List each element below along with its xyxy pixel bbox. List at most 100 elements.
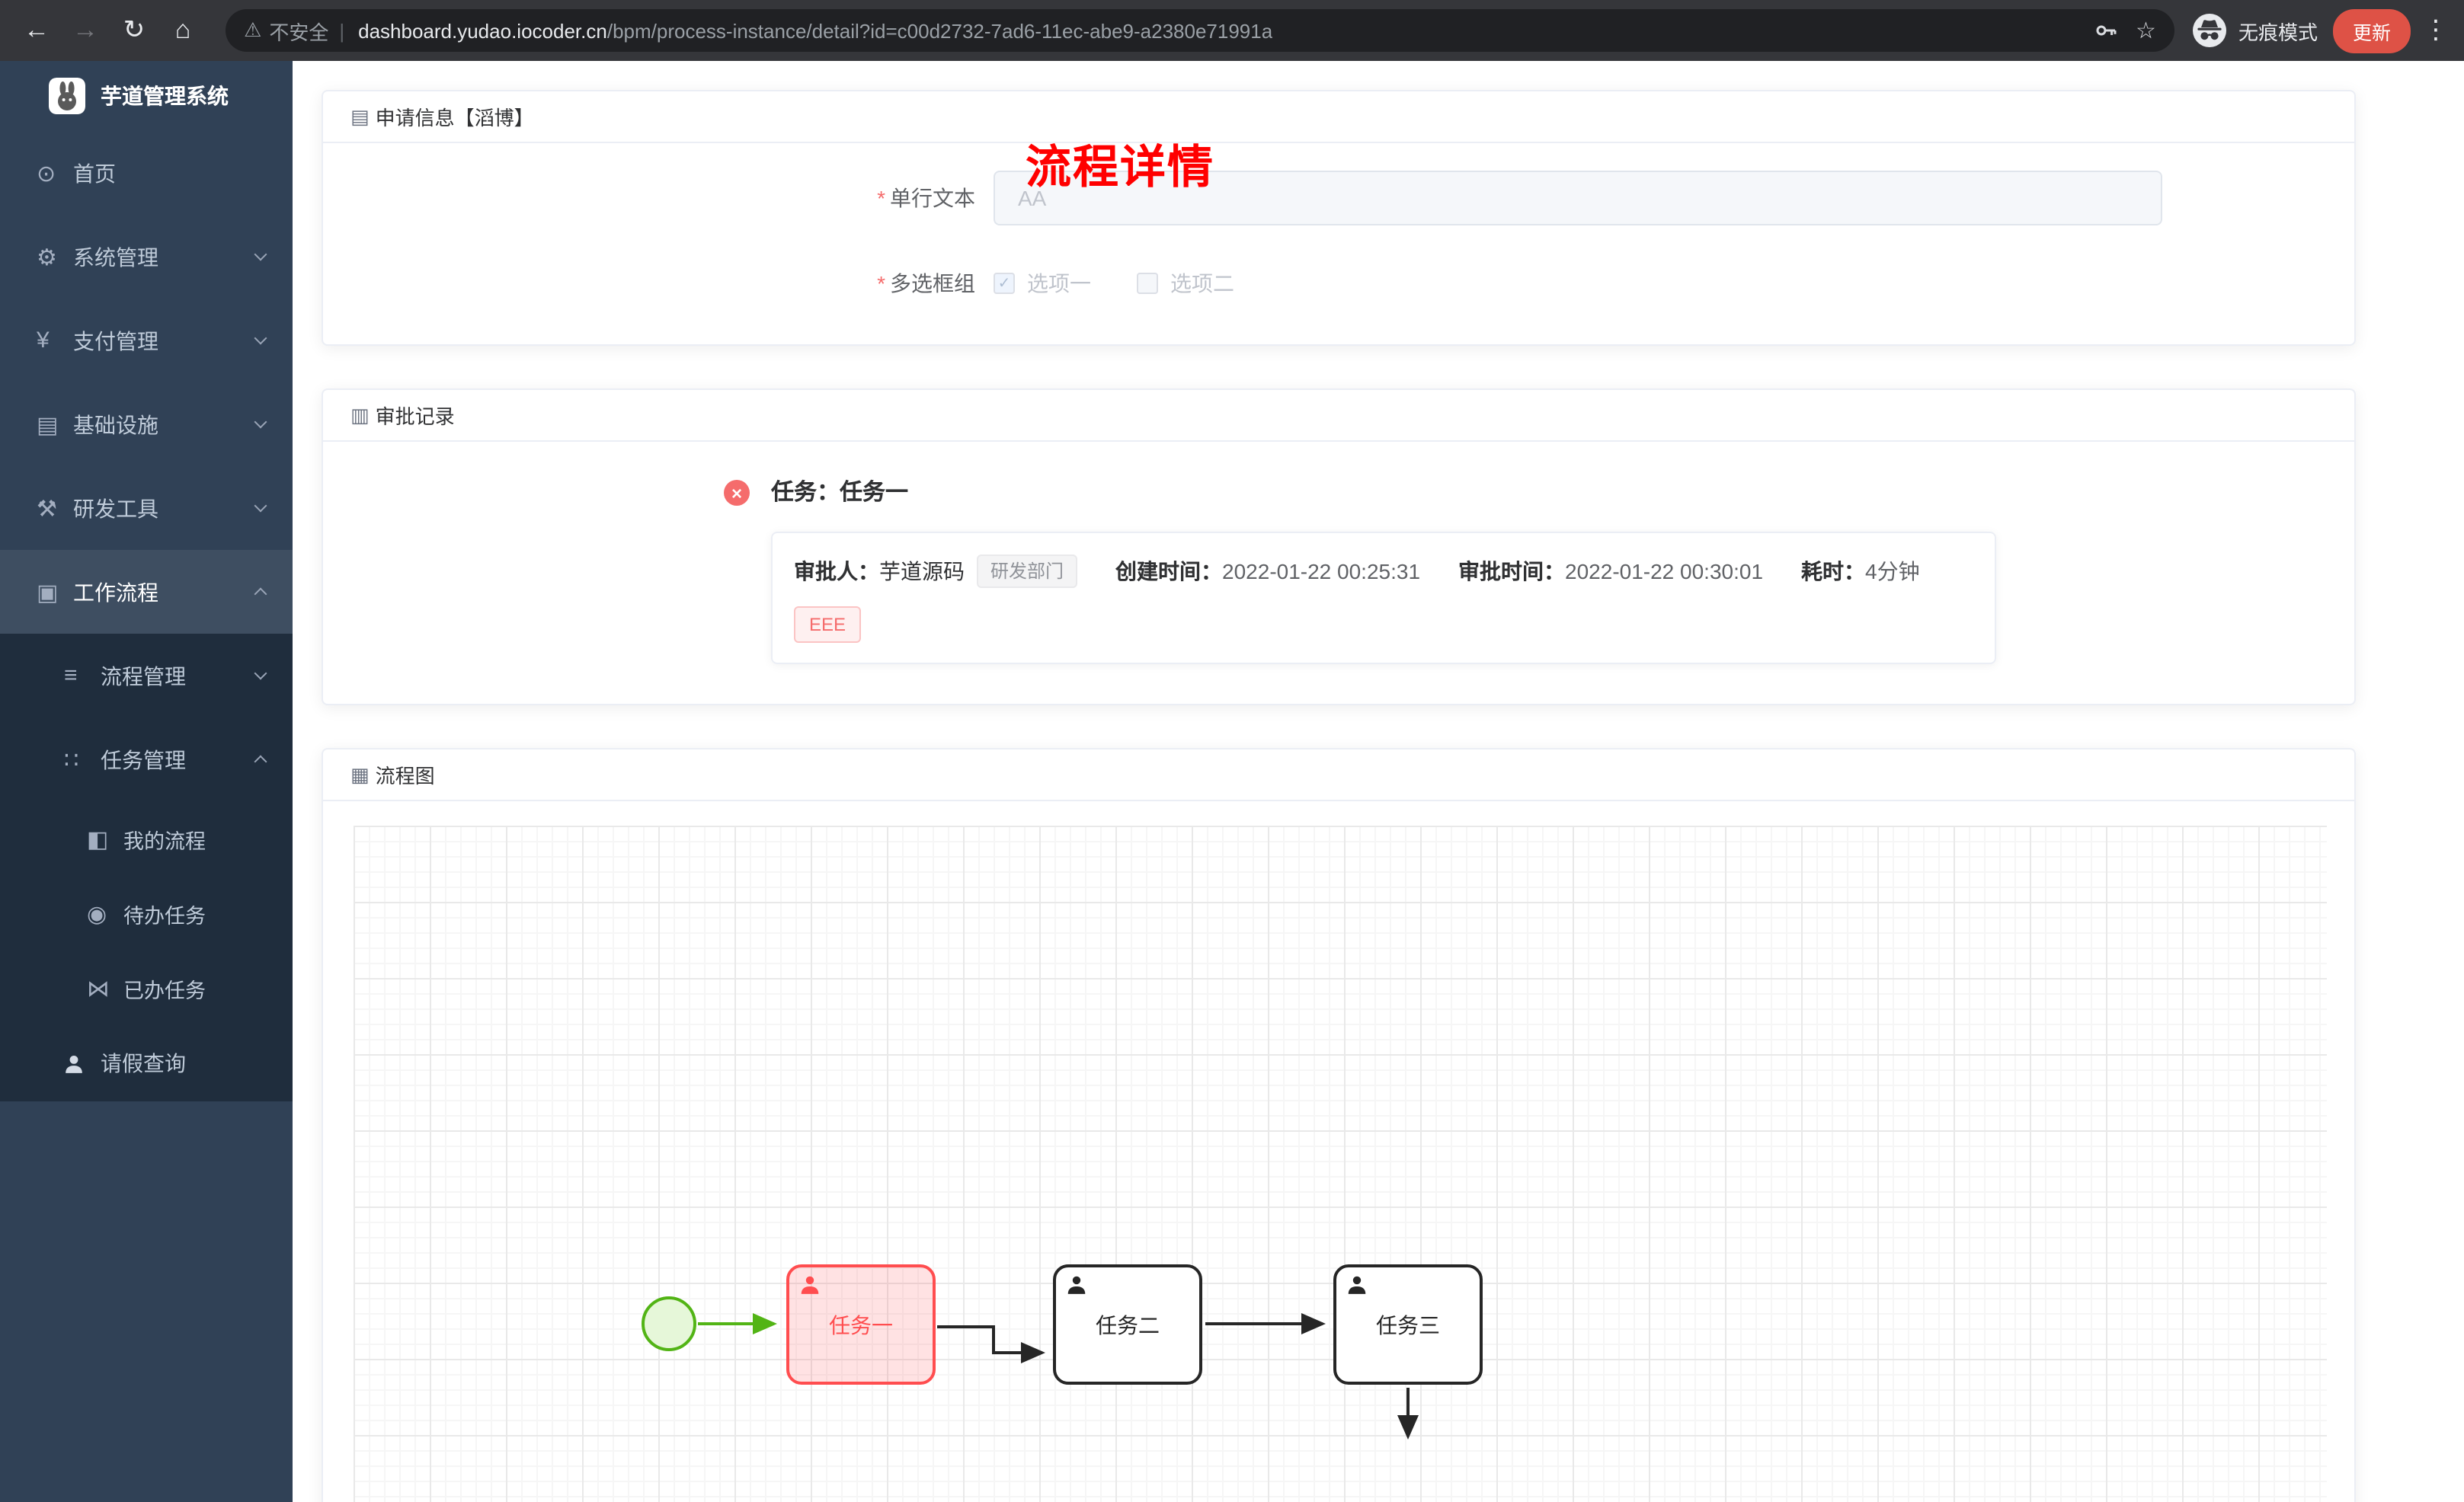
forward-button[interactable]: →: [64, 9, 107, 52]
bpmn-task-2[interactable]: 任务二: [1053, 1264, 1202, 1385]
security-label[interactable]: 不安全: [269, 21, 329, 43]
approval-record-card-header: ▥ 审批记录: [323, 390, 2354, 442]
bpmn-task-3[interactable]: 任务三: [1333, 1264, 1483, 1385]
back-button[interactable]: ←: [15, 9, 58, 52]
process-diagram-card: ▦ 流程图: [322, 748, 2356, 1502]
approver-name: 芋道源码: [879, 559, 965, 583]
key-icon: [2095, 25, 2116, 36]
sidebar-item-infrastructure[interactable]: ▤ 基础设施: [0, 382, 293, 466]
checkbox-label: 选项二: [1170, 271, 1234, 296]
approval-detail-card: 审批人： 芋道源码 研发部门 创建时间： 2022-01-22 00:25:31…: [771, 532, 1996, 664]
apply-info-card: ▤ 申请信息【滔博】 *单行文本 *多选框组 ✓ 选项一: [322, 90, 2356, 346]
sidebar-item-label: 流程管理: [101, 663, 186, 688]
apply-form: *单行文本 *多选框组 ✓ 选项一 选项二: [323, 143, 2354, 344]
sidebar-item-devtools[interactable]: ⚒ 研发工具: [0, 466, 293, 550]
workflow-submenu: ≡ 流程管理 ∷ 任务管理 ◧ 我的流程 ◉ 待办任务 ⋈ 已办任务: [0, 634, 293, 1101]
url-path: /bpm/process-instance/detail?id=c00d2732…: [606, 19, 1273, 42]
update-button[interactable]: 更新: [2332, 8, 2411, 53]
sidebar-item-label: 支付管理: [73, 328, 158, 353]
user-task-icon: [1067, 1276, 1086, 1294]
chevron-down-icon: [254, 415, 267, 429]
home-icon: ⌂: [174, 15, 191, 44]
sidebar-item-system[interactable]: ⚙ 系统管理: [0, 215, 293, 299]
sidebar-item-label: 研发工具: [73, 496, 158, 520]
approval-timeline: × 任务：任务一 审批人： 芋道源码 研发部门 创建时间： 2022-01-22…: [323, 442, 2354, 704]
forward-icon: →: [72, 15, 98, 44]
checkbox-group: ✓ 选项一 选项二: [994, 262, 1280, 305]
approval-comment-tag: EEE: [794, 606, 862, 643]
url-domain: dashboard.yudao.iocoder.cn: [358, 19, 607, 42]
approval-detail-row: 审批人： 芋道源码 研发部门 创建时间： 2022-01-22 00:25:31…: [794, 553, 1973, 590]
checkbox-option-1[interactable]: ✓ 选项一: [994, 268, 1091, 299]
url-text: dashboard.yudao.iocoder.cn/bpm/process-i…: [358, 19, 1272, 42]
sidebar-item-payment[interactable]: ¥ 支付管理: [0, 299, 293, 382]
bpmn-task-label: 任务二: [1096, 1312, 1160, 1337]
home-button[interactable]: ⌂: [162, 9, 204, 52]
reload-button[interactable]: ↻: [113, 9, 155, 52]
sidebar-item-leave-query[interactable]: 请假查询: [0, 1025, 293, 1101]
sidebar-item-done-tasks[interactable]: ⋈ 已办任务: [0, 951, 293, 1025]
sidebar-item-label: 已办任务: [123, 979, 206, 1002]
sidebar-item-label: 基础设施: [73, 412, 158, 436]
department-tag: 研发部门: [977, 554, 1078, 588]
briefcase-icon: ▣: [37, 580, 59, 606]
apply-info-card-title: 申请信息【滔博】: [375, 107, 534, 129]
tasks-icon: ∷: [64, 747, 79, 773]
sidebar-item-workflow[interactable]: ▣ 工作流程: [0, 550, 293, 634]
sidebar-item-label: 工作流程: [73, 580, 158, 604]
chevron-down-icon: [254, 248, 267, 261]
sidebar-item-label: 首页: [73, 161, 116, 185]
approved-time-value: 2022-01-22 00:30:01: [1565, 559, 1764, 583]
bpmn-canvas[interactable]: 任务一 任务二 任务三: [354, 826, 2327, 1502]
checkbox-option-2[interactable]: 选项二: [1137, 268, 1234, 299]
duration-item: 耗时： 4分钟: [1801, 556, 1920, 586]
sidebar-item-home[interactable]: ⊙ 首页: [0, 131, 293, 215]
browser-menu-button[interactable]: ⋮: [2423, 15, 2449, 46]
user-task-icon: [1348, 1276, 1366, 1294]
created-time-value: 2022-01-22 00:25:31: [1222, 559, 1421, 583]
checkbox-unchecked-icon: [1137, 273, 1158, 294]
sidebar-item-my-processes[interactable]: ◧ 我的流程: [0, 801, 293, 876]
sidebar-item-process-management[interactable]: ≡ 流程管理: [0, 634, 293, 717]
record-icon: ▥: [350, 403, 370, 426]
incognito-indicator: 无痕模式: [2192, 14, 2318, 47]
approved-time-item: 审批时间： 2022-01-22 00:30:01: [1458, 556, 1763, 586]
created-time-item: 创建时间： 2022-01-22 00:25:31: [1115, 556, 1420, 586]
field-label: *单行文本: [877, 186, 975, 210]
single-line-text-input[interactable]: [994, 171, 2162, 225]
browser-toolbar: ← → ↻ ⌂ ⚠ 不安全 | dashboard.yudao.iocoder.…: [0, 0, 2464, 61]
app-logo-row[interactable]: 芋道管理系统: [0, 61, 293, 131]
yen-icon: ¥: [37, 328, 50, 353]
approval-record-card-title: 审批记录: [375, 405, 455, 428]
sidebar-item-task-management[interactable]: ∷ 任务管理: [0, 717, 293, 801]
user-icon: [64, 1053, 101, 1073]
required-asterisk: *: [877, 271, 885, 296]
required-asterisk: *: [877, 186, 885, 210]
back-icon: ←: [24, 15, 50, 44]
created-time-label: 创建时间：: [1115, 559, 1223, 583]
chevron-down-icon: [254, 666, 267, 680]
reload-icon: ↻: [123, 15, 146, 44]
chevron-up-icon: [254, 587, 267, 601]
sidebar-item-todo-tasks[interactable]: ◉ 待办任务: [0, 876, 293, 951]
sidebar-item-label: 任务管理: [101, 747, 186, 772]
more-icon: ⋮: [2423, 15, 2449, 44]
sidebar-item-label: 请假查询: [101, 1051, 186, 1075]
approved-time-label: 审批时间：: [1458, 559, 1566, 583]
chevron-down-icon: [254, 499, 267, 513]
bpmn-task-1[interactable]: 任务一: [786, 1264, 936, 1385]
incognito-label: 无痕模式: [2238, 21, 2318, 43]
page-title: 流程详情: [1026, 143, 1214, 193]
sidebar: 芋道管理系统 ⊙ 首页 ⚙ 系统管理 ¥ 支付管理 ▤ 基础设施 ⚒ 研发工具 …: [0, 61, 293, 1502]
diagram-icon: ▦: [350, 762, 370, 785]
process-diagram-card-header: ▦ 流程图: [323, 749, 2354, 801]
start-event-node[interactable]: [642, 1296, 696, 1351]
bookmark-button[interactable]: ☆: [2136, 17, 2156, 44]
password-key-button[interactable]: [2093, 18, 2117, 43]
address-bar[interactable]: ⚠ 不安全 | dashboard.yudao.iocoder.cn/bpm/p…: [226, 9, 2174, 52]
bpmn-task-label: 任务一: [829, 1312, 893, 1337]
main-content: 流程详情 ▤ 申请信息【滔博】 *单行文本 *多选框组 ✓ 选项一: [293, 61, 2464, 1502]
form-row-single-line-text: *单行文本: [323, 171, 2354, 225]
divider: |: [339, 19, 345, 42]
